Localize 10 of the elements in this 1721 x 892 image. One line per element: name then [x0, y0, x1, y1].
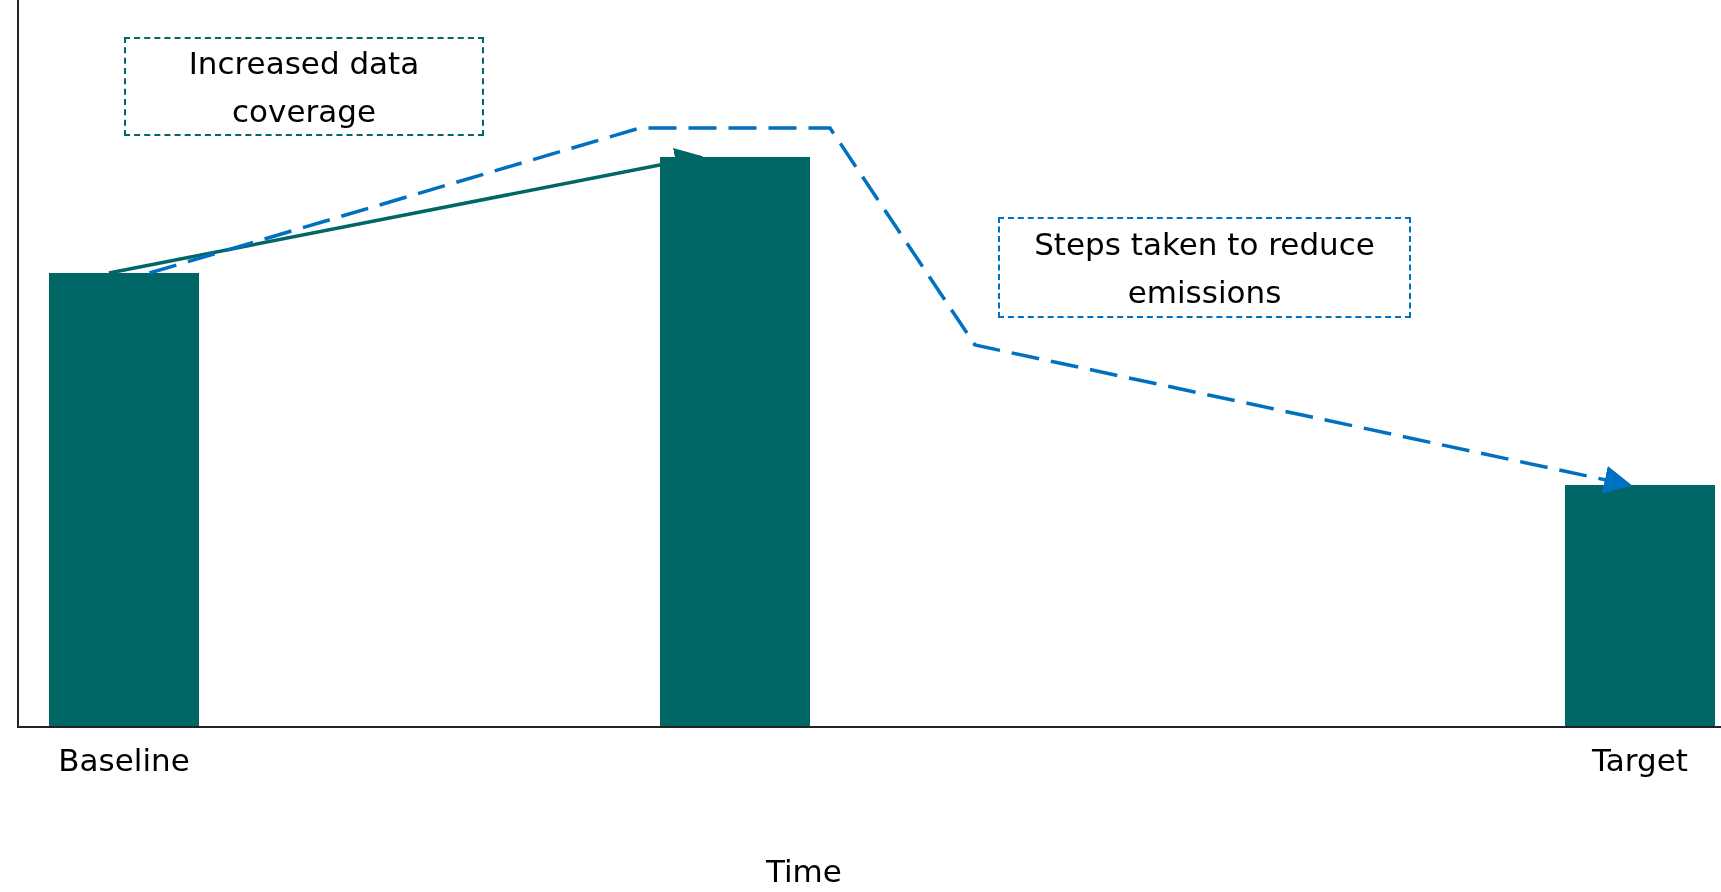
bar: [49, 273, 199, 727]
bar: [1565, 485, 1715, 727]
axis-label: Target: [1592, 742, 1688, 778]
dashed-text-box: Increased data coverage: [124, 37, 484, 136]
bar: [660, 157, 810, 727]
axis-label: Baseline: [58, 742, 190, 778]
dashed-text-box: Steps taken to reduce emissions: [998, 217, 1411, 318]
arrow: [108, 148, 704, 275]
dashed-arrow: [149, 126, 1633, 494]
axis-title: Time: [766, 853, 842, 889]
